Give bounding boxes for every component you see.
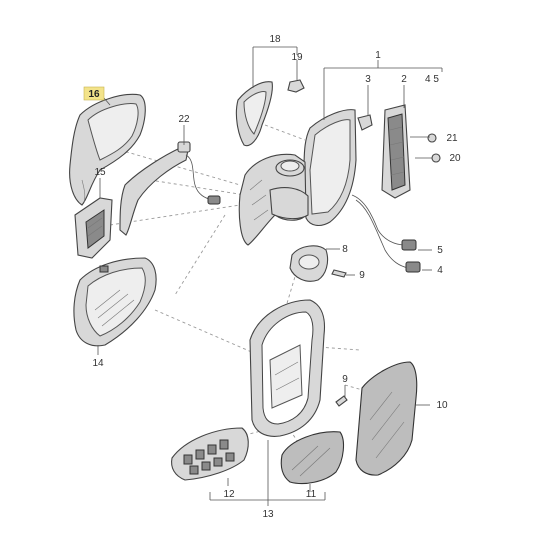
- callout-15: 15: [94, 167, 106, 178]
- part-clip-19: [287, 79, 305, 93]
- part-bracket: [74, 197, 113, 259]
- callout-20: 20: [449, 153, 461, 164]
- callout-19: 19: [291, 52, 303, 63]
- callout-21: 21: [446, 133, 458, 144]
- callout-16: 16: [88, 89, 100, 100]
- callout-18: 18: [269, 34, 281, 45]
- callout-22: 22: [178, 114, 190, 125]
- part-mirror-frame: [249, 299, 326, 437]
- part-housing-shell: [73, 257, 157, 347]
- part-mirror-cover: [69, 93, 146, 206]
- callout-10: 10: [436, 400, 448, 411]
- part-upper-cover: [235, 81, 273, 147]
- part-screw-9-lower: [335, 395, 348, 407]
- callout-1: 1: [375, 50, 381, 61]
- part-adjuster-motor: [289, 245, 329, 282]
- callouts: 16 18 19 1 3 2 4 5 22 21 20 15 8 5 4 9 1…: [83, 34, 461, 520]
- part-wide-angle-glass: [280, 431, 345, 485]
- part-mirror-head: [238, 109, 421, 273]
- callout-4: 4: [437, 265, 443, 276]
- part-clip-3: [357, 114, 373, 131]
- part-grille: [171, 427, 249, 481]
- part-plate: [381, 104, 411, 199]
- callout-4-5: 4 5: [425, 74, 439, 85]
- callout-13: 13: [262, 509, 274, 520]
- callout-8: 8: [342, 244, 348, 255]
- callout-14: 14: [92, 358, 104, 369]
- callout-3: 3: [365, 74, 371, 85]
- callout-2: 2: [401, 74, 407, 85]
- callout-9-upper: 9: [359, 270, 365, 281]
- part-mirror-glass: [355, 361, 418, 476]
- part-screw-21: [427, 133, 437, 143]
- part-screw-20: [431, 153, 441, 163]
- leader-lines: [97, 97, 432, 492]
- callout-5: 5: [437, 245, 443, 256]
- callout-11: 11: [306, 489, 317, 500]
- callout-12: 12: [223, 489, 235, 500]
- callout-16-highlight: [83, 86, 105, 101]
- bracket-lines: [209, 46, 443, 506]
- callout-9-lower: 9: [342, 374, 348, 385]
- part-screw-9-upper: [331, 269, 347, 278]
